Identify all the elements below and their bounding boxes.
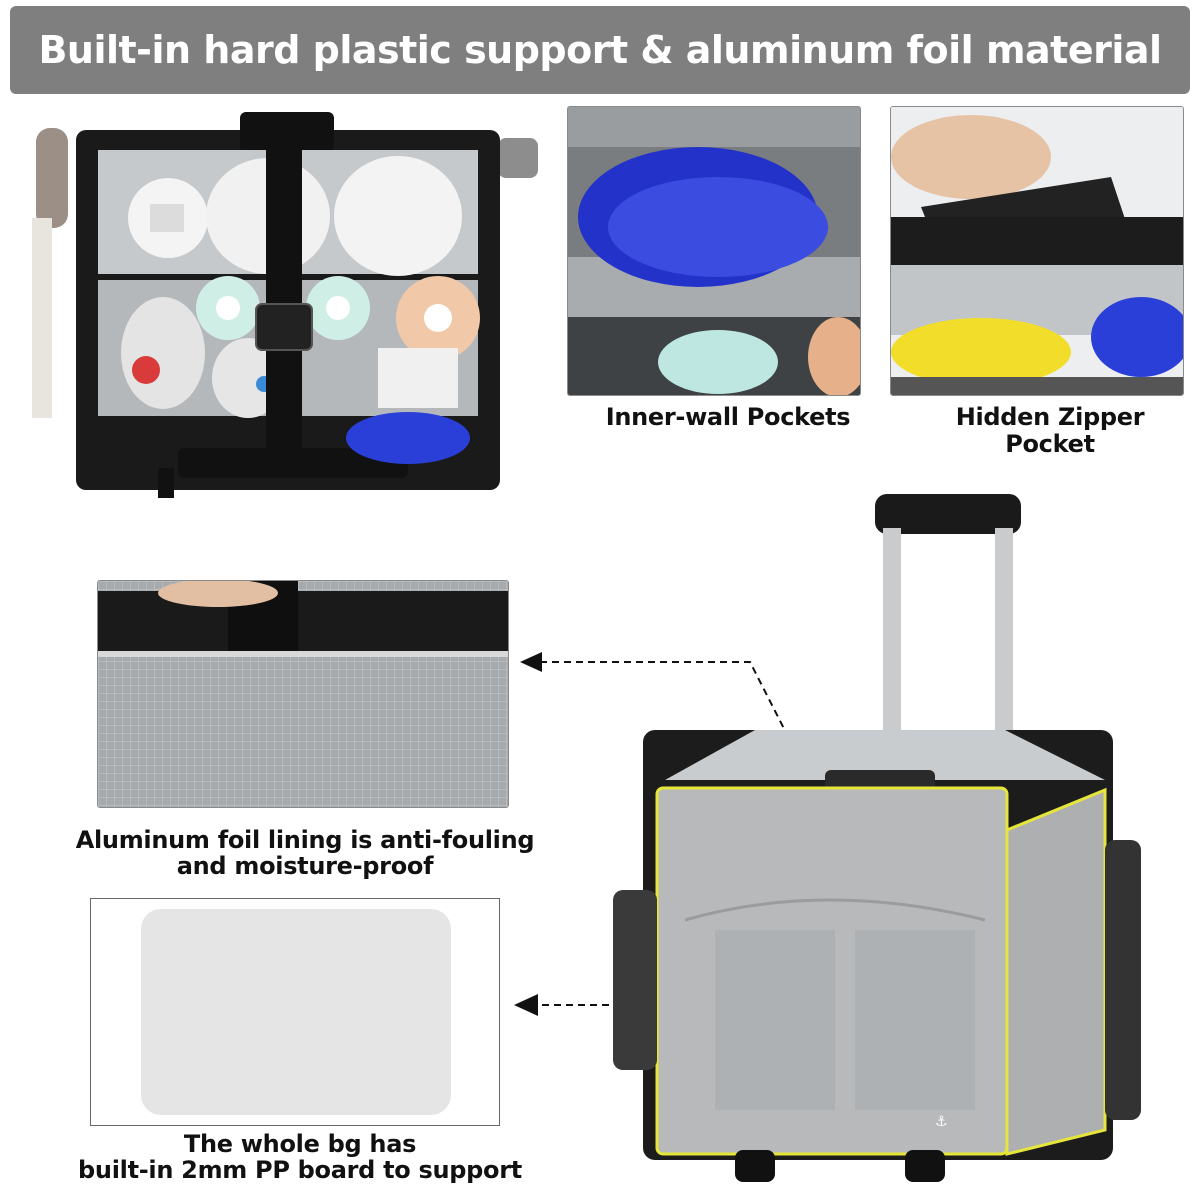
caption-board-line1: The whole bg has — [183, 1130, 417, 1158]
caption-foil-line2: and moisture-proof — [176, 852, 434, 880]
foil-lining-photo — [97, 580, 509, 808]
caption-foil-line1: Aluminum foil lining is anti-fouling — [75, 826, 535, 854]
caption-hidden-zipper-line2: Pocket — [1005, 430, 1095, 458]
pp-board-sheet — [141, 909, 451, 1115]
anchor-logo-icon: ⚓ — [935, 1114, 948, 1130]
arrow-head-foil — [520, 652, 542, 672]
open-bag-photo — [28, 108, 558, 508]
caption-hidden-zipper-line1: Hidden Zipper — [955, 403, 1145, 431]
caption-inner-wall: Inner-wall Pockets — [605, 403, 851, 431]
pp-board-frame — [90, 898, 500, 1126]
hidden-zipper-pocket-photo — [890, 106, 1184, 396]
rolling-cart-photo: ⚓ — [605, 490, 1150, 1190]
arrow-head-board — [514, 994, 538, 1016]
banner-title: Built-in hard plastic support & aluminum… — [38, 28, 1162, 72]
inner-wall-pockets-photo — [567, 106, 861, 396]
header-banner: Built-in hard plastic support & aluminum… — [10, 6, 1190, 94]
caption-board-line2: built-in 2mm PP board to support — [78, 1156, 522, 1184]
